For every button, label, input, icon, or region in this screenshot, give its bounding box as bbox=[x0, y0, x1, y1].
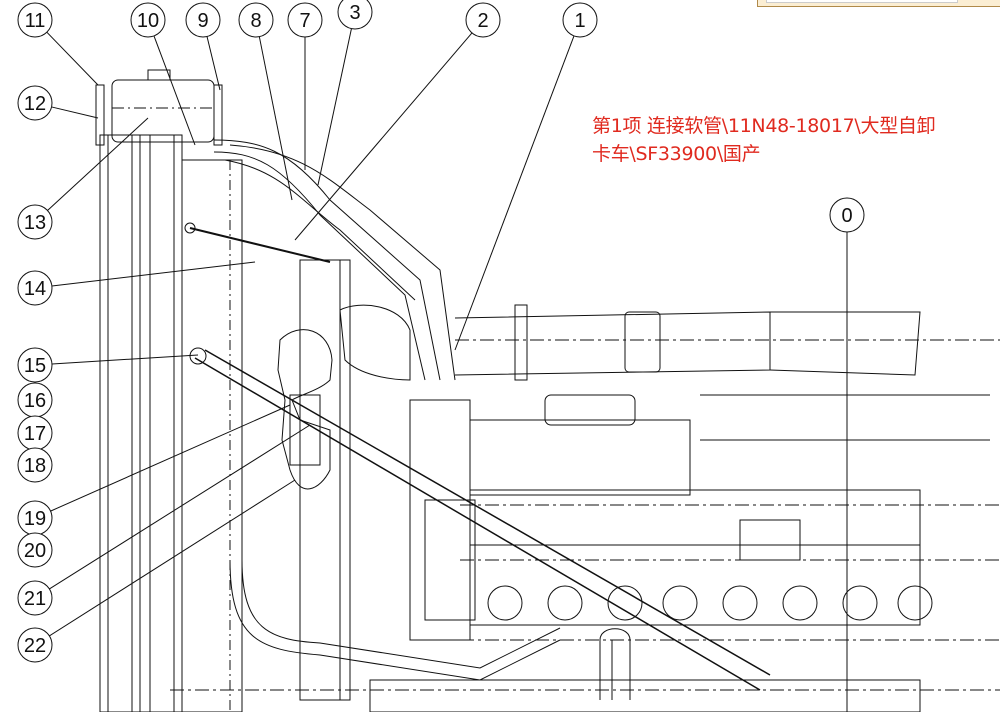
cylinder-port bbox=[722, 585, 758, 621]
sensor-box bbox=[739, 519, 801, 561]
callout-balloon-16: 16 bbox=[17, 382, 53, 418]
callout-number: 8 bbox=[250, 10, 261, 32]
leader-line bbox=[51, 106, 99, 119]
cylinder-port bbox=[487, 585, 523, 621]
air-intake-elbow bbox=[339, 304, 411, 381]
item-note-line1: 第1项 连接软管\11N48-18017\大型自卸 bbox=[592, 115, 936, 137]
callout-balloon-14: 14 bbox=[17, 270, 53, 306]
filter-housing bbox=[424, 499, 476, 621]
callout-circle bbox=[17, 532, 53, 568]
radiator-shroud bbox=[181, 159, 243, 712]
leader-line bbox=[49, 424, 311, 590]
callout-balloon-10: 10 bbox=[130, 2, 166, 38]
window-edge-bar bbox=[757, 0, 1000, 7]
callout-circle bbox=[17, 627, 53, 663]
callout-balloon-22: 22 bbox=[17, 627, 53, 663]
callout-balloon-17: 17 bbox=[17, 415, 53, 451]
callout-number: 12 bbox=[24, 93, 46, 115]
fan-ring bbox=[299, 259, 351, 701]
leader-line bbox=[294, 32, 473, 241]
callout-circle bbox=[562, 2, 598, 38]
callout-number: 15 bbox=[24, 355, 46, 377]
callout-number: 18 bbox=[24, 455, 46, 477]
callout-balloon-8: 8 bbox=[238, 2, 274, 38]
callout-balloon-9: 9 bbox=[185, 2, 221, 38]
radiator-core-right bbox=[139, 134, 183, 712]
callout-circle bbox=[185, 2, 221, 38]
expansion-tank bbox=[111, 79, 215, 143]
callout-number: 13 bbox=[24, 212, 46, 234]
leader-line bbox=[50, 404, 291, 512]
callout-number: 20 bbox=[24, 540, 46, 562]
engine-block bbox=[469, 544, 921, 626]
callout-balloon-19: 19 bbox=[17, 500, 53, 536]
callout-balloon-21: 21 bbox=[17, 580, 53, 616]
callout-circle bbox=[337, 0, 373, 30]
callout-number: 9 bbox=[197, 10, 208, 32]
window-edge-field bbox=[766, 0, 958, 3]
cylinder-port bbox=[662, 585, 698, 621]
callout-balloon-7: 7 bbox=[287, 2, 323, 38]
callout-balloon-1: 1 bbox=[562, 2, 598, 38]
leader-line bbox=[51, 354, 199, 365]
leader-line bbox=[206, 36, 221, 91]
callout-number: 16 bbox=[24, 390, 46, 412]
cylinder-port bbox=[607, 585, 643, 621]
callout-circle bbox=[238, 2, 274, 38]
leader-line bbox=[258, 36, 293, 201]
callout-number: 0 bbox=[841, 205, 852, 227]
fan-blade bbox=[277, 329, 333, 490]
cylinder-port bbox=[842, 585, 878, 621]
callout-balloon-3: 3 bbox=[337, 0, 373, 30]
callout-number: 14 bbox=[24, 278, 46, 300]
callout-circle bbox=[17, 2, 53, 38]
tank-cap bbox=[147, 69, 171, 81]
leader-line bbox=[51, 261, 256, 287]
callout-number: 11 bbox=[25, 10, 46, 32]
valve-cover bbox=[469, 419, 691, 496]
leader-line bbox=[46, 31, 99, 86]
callout-number: 19 bbox=[24, 508, 46, 530]
callout-balloon-13: 13 bbox=[17, 204, 53, 240]
callout-circle bbox=[17, 580, 53, 616]
callout-balloon-18: 18 bbox=[17, 447, 53, 483]
cylinder-port bbox=[782, 585, 818, 621]
callout-balloon-15: 15 bbox=[17, 347, 53, 383]
callout-number: 2 bbox=[477, 10, 488, 32]
callout-balloon-20: 20 bbox=[17, 532, 53, 568]
callout-circle bbox=[17, 270, 53, 306]
cylinder-port bbox=[547, 585, 583, 621]
callout-balloon-11: 11 bbox=[17, 2, 53, 38]
callout-balloon-0: 0 bbox=[829, 197, 865, 233]
item-note-line2: 卡车\SF33900\国产 bbox=[592, 143, 761, 165]
callout-number: 17 bbox=[24, 423, 46, 445]
leader-line bbox=[454, 35, 575, 351]
callout-circle bbox=[130, 2, 166, 38]
callout-number: 22 bbox=[24, 635, 46, 657]
callout-circle bbox=[17, 447, 53, 483]
radiator-core-left bbox=[99, 134, 141, 712]
callout-number: 3 bbox=[349, 2, 360, 24]
cylinder-port bbox=[897, 585, 933, 621]
callout-balloon-2: 2 bbox=[465, 2, 501, 38]
callout-circle bbox=[829, 197, 865, 233]
callout-circle bbox=[287, 2, 323, 38]
item-note: 第1项 连接软管\11N48-18017\大型自卸 卡车\SF33900\国产 bbox=[592, 112, 936, 168]
leader-line bbox=[153, 35, 196, 146]
callout-circle bbox=[17, 85, 53, 121]
callout-circle bbox=[17, 204, 53, 240]
leader-line bbox=[317, 28, 352, 186]
callout-circle bbox=[465, 2, 501, 38]
callout-number: 21 bbox=[24, 588, 46, 610]
callout-number: 10 bbox=[137, 10, 159, 32]
callout-circle bbox=[17, 347, 53, 383]
callout-balloon-12: 12 bbox=[17, 85, 53, 121]
callout-number: 1 bbox=[574, 10, 585, 32]
leader-line bbox=[47, 117, 149, 211]
callout-number: 7 bbox=[299, 10, 310, 32]
leader-line bbox=[49, 479, 296, 637]
